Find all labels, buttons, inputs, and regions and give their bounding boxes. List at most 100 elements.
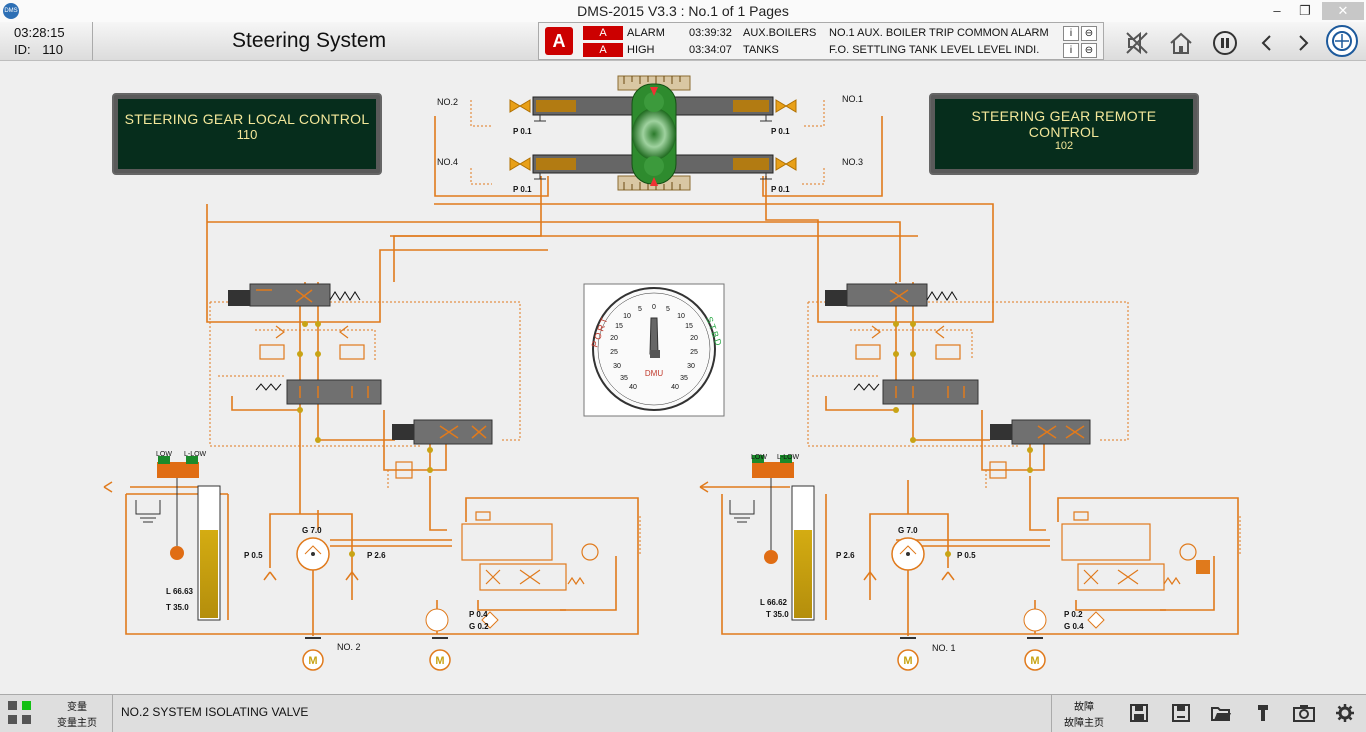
pause-icon[interactable] [1212, 30, 1238, 56]
gauge-tick: 15 [685, 323, 693, 330]
gauge-tick: 5 [638, 306, 642, 313]
gauge-tick: 30 [613, 363, 621, 370]
right-main-spool-valve[interactable] [853, 379, 979, 405]
gauge-tick: 15 [615, 323, 623, 330]
no2-system-label: NO. 2 [337, 642, 361, 652]
no2-control-unit [461, 511, 599, 591]
no2-aux-motor-icon[interactable] [429, 649, 451, 671]
alarm-group: TANKS [743, 44, 779, 56]
no2-tank-low-label: LOW [156, 451, 172, 458]
chevron-left-icon[interactable] [1254, 30, 1280, 56]
left-solenoid-valve-top[interactable] [228, 283, 361, 307]
no2-tank-temp: T 35.0 [166, 603, 189, 612]
no1-tank-level: L 66.62 [760, 598, 788, 607]
status-message: NO.2 SYSTEM ISOLATING VALVE [112, 695, 1052, 732]
no2-aux-pump[interactable] [425, 608, 499, 632]
page-title: Steering System [232, 29, 387, 52]
alarm-badge: A [583, 26, 623, 40]
local-control-title: STEERING GEAR LOCAL CONTROL [124, 111, 370, 127]
alarm-time: 03:39:32 [689, 27, 732, 39]
remote-control-value: 102 [1054, 140, 1074, 152]
alarm-info-button[interactable]: i [1063, 43, 1079, 58]
steering-schematic: NO.2 NO.4 NO.1 NO.3 P 0.1 P 0.1 P 0.1 P … [103, 75, 1241, 671]
window-title: DMS-2015 V3.3 : No.1 of 1 Pages [577, 3, 789, 19]
alarm-row[interactable]: A ALARM 03:39:32 AUX.BOILERS NO.1 AUX. B… [581, 25, 1103, 42]
folder-open-icon[interactable] [1210, 703, 1232, 723]
gauge-tick: 25 [690, 349, 698, 356]
minimize-button[interactable]: – [1273, 3, 1281, 18]
no2-aux-pressure: P 0.4 [469, 610, 488, 619]
gauge-tick: 40 [629, 384, 637, 391]
id-value: 110 [42, 42, 63, 57]
chevron-right-icon[interactable] [1290, 30, 1316, 56]
right-solenoid-valve-top[interactable] [825, 283, 958, 307]
no2-pressure-left: P 0.5 [244, 551, 263, 560]
local-control-panel[interactable]: STEERING GEAR LOCAL CONTROL 110 [112, 93, 382, 175]
no1-aux-gauge: G 0.4 [1064, 622, 1084, 631]
remote-control-panel[interactable]: STEERING GEAR REMOTE CONTROL 102 [929, 93, 1199, 175]
close-button[interactable]: ✕ [1322, 2, 1364, 20]
alarm-group: AUX.BOILERS [743, 27, 817, 39]
alarm-mute-button[interactable]: ⊖ [1081, 43, 1097, 58]
no1-aux-pressure: P 0.2 [1064, 610, 1083, 619]
alarm-time: 03:34:07 [689, 44, 732, 56]
mute-icon[interactable] [1124, 30, 1150, 56]
gauge-tick: 35 [680, 375, 688, 382]
rudder-angle-gauge: 0 5 5 10 10 15 15 20 20 25 25 30 30 35 3… [583, 283, 725, 417]
no2-aux-gauge: G 0.2 [469, 622, 489, 631]
ram-label-no1: NO.1 [842, 94, 863, 104]
save-as-icon[interactable] [1170, 703, 1192, 723]
no1-main-motor-label: M [903, 655, 912, 667]
left-isolating-valve[interactable] [392, 419, 493, 445]
ram-pressure-br: P 0.1 [771, 185, 790, 194]
status-bar: 变量 变量主页 NO.2 SYSTEM ISOLATING VALVE 故障 故… [0, 694, 1366, 732]
no1-aux-motor-label: M [1030, 655, 1039, 667]
alarm-info-button[interactable]: i [1063, 26, 1079, 41]
alarm-badge: A [583, 43, 623, 57]
faults-button[interactable]: 故障 [1074, 702, 1094, 713]
clock-time: 03:28:15 [14, 25, 65, 40]
alarm-mute-button[interactable]: ⊖ [1081, 26, 1097, 41]
save-icon[interactable] [1128, 703, 1150, 723]
alarm-level: ALARM [627, 27, 665, 39]
no1-tank-llow-label: L-LOW [777, 454, 800, 461]
company-logo-icon [1326, 25, 1358, 57]
remote-control-title: STEERING GEAR REMOTE CONTROL [971, 108, 1157, 140]
no1-control-unit [1061, 511, 1197, 591]
faults-home-button[interactable]: 故障主页 [1064, 718, 1104, 729]
home-icon[interactable] [1168, 30, 1194, 56]
no2-pump-pressure-g: G 7.0 [302, 526, 322, 535]
maximize-button[interactable]: ❐ [1299, 3, 1311, 18]
no1-main-motor-icon[interactable] [897, 649, 919, 671]
local-control-value: 110 [236, 127, 258, 142]
variables-button[interactable]: 变量 [67, 702, 87, 713]
no1-oil-tank [729, 455, 815, 621]
no1-pressure-right: P 0.5 [957, 551, 976, 560]
alarm-row[interactable]: A HIGH 03:34:07 TANKS F.O. SETTLING TANK… [581, 42, 1103, 59]
alarm-level: HIGH [627, 44, 655, 56]
no1-aux-pump[interactable] [1023, 608, 1105, 632]
gauge-tick: 10 [623, 313, 631, 320]
no1-main-pump[interactable] [863, 537, 955, 581]
tool-icon[interactable] [1252, 703, 1274, 723]
ram-label-no4: NO.4 [437, 157, 458, 167]
alarm-acknowledge-button[interactable]: A [545, 27, 573, 55]
no2-tank-llow-label: L-LOW [184, 451, 207, 458]
gauge-unit-label: DMU [645, 369, 663, 378]
ram-label-no2: NO.2 [437, 97, 458, 107]
settings-gear-icon[interactable] [1334, 703, 1356, 723]
gauge-tick: 25 [610, 349, 618, 356]
no2-main-motor-icon[interactable] [302, 649, 324, 671]
no2-main-pump[interactable] [263, 537, 359, 581]
no1-aux-motor-icon[interactable] [1024, 649, 1046, 671]
gauge-tick: 20 [690, 335, 698, 342]
header-divider [92, 22, 93, 60]
camera-icon[interactable] [1292, 703, 1315, 723]
no1-system-label: NO. 1 [932, 643, 956, 653]
no1-pump-pressure-g: G 7.0 [898, 526, 918, 535]
gauge-tick: 10 [677, 313, 685, 320]
no1-pressure-left: P 2.6 [836, 551, 855, 560]
variables-home-button[interactable]: 变量主页 [57, 718, 97, 729]
left-main-spool-valve[interactable] [255, 379, 382, 405]
right-isolating-valve[interactable] [990, 419, 1091, 445]
